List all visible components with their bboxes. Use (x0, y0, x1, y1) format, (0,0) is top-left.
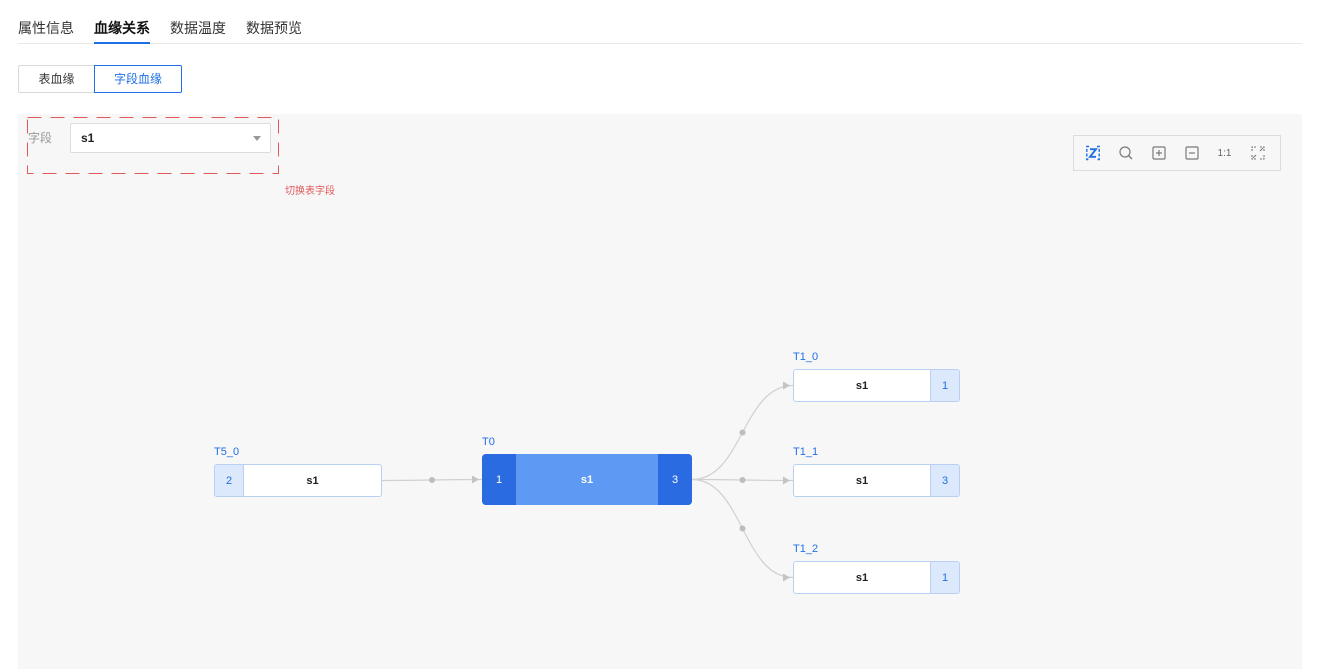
table-lineage-button[interactable]: 表血缘 (18, 65, 95, 93)
edge-arrowhead (783, 573, 790, 582)
node-field: s1 (855, 571, 869, 584)
lineage-node-t1-2[interactable]: T1_2 s1 1 (793, 543, 960, 594)
edge-layer (381, 381, 794, 582)
fullscreen-icon[interactable] (1250, 145, 1266, 161)
zoom-in-icon[interactable] (1151, 145, 1167, 161)
node-title: T5_0 (214, 446, 240, 458)
edge-arrowhead (472, 475, 479, 484)
lineage-node-t1-1[interactable]: T1_1 s1 3 (793, 446, 960, 497)
lineage-node-t5-0[interactable]: T5_0 2 s1 (214, 446, 382, 497)
node-box[interactable]: s1 1 (793, 369, 960, 402)
actual-size-icon[interactable]: 1:1 (1217, 147, 1232, 159)
caret-down-icon (253, 136, 261, 141)
node-title: T1_2 (793, 543, 819, 555)
downstream-count[interactable]: 3 (658, 454, 692, 505)
field-select-value: s1 (81, 131, 95, 145)
lineage-mode-switch: 表血缘 字段血缘 (18, 65, 182, 93)
edge-arrowhead (783, 476, 790, 485)
graph-toolbar: 1:1 (1073, 135, 1281, 171)
node-box[interactable]: 1 s1 3 (482, 454, 692, 505)
tab-lineage[interactable]: 血缘关系 (94, 14, 150, 44)
node-box[interactable]: s1 1 (793, 561, 960, 594)
tab-data-preview[interactable]: 数据预览 (246, 20, 302, 36)
detail-tabs: 属性信息 血缘关系 数据温度 数据预览 (18, 14, 1302, 44)
field-select[interactable]: s1 (70, 123, 271, 153)
downstream-count[interactable]: 1 (930, 562, 959, 593)
downstream-count[interactable]: 3 (930, 465, 959, 496)
lineage-canvas[interactable]: 字段 s1 切换表字段 (18, 114, 1302, 669)
select-zoom-button[interactable] (1076, 136, 1109, 170)
node-title: T0 (482, 436, 495, 448)
node-field: s1 (855, 379, 869, 392)
node-field: s1 (855, 474, 869, 487)
search-button[interactable] (1109, 136, 1142, 170)
edge-arrowhead (783, 381, 790, 390)
edge-midpoint-dot (739, 477, 746, 483)
annotation-highlight-box (27, 117, 279, 174)
fullscreen-button[interactable] (1241, 136, 1274, 170)
field-selector-label: 字段 (28, 131, 53, 145)
tab-data-temperature[interactable]: 数据温度 (170, 20, 226, 36)
tab-attribute-info[interactable]: 属性信息 (18, 20, 74, 36)
zoom-out-button[interactable] (1175, 136, 1208, 170)
downstream-count[interactable]: 1 (930, 370, 959, 401)
edge-midpoint-dot (739, 525, 746, 532)
select-zoom-icon[interactable] (1085, 145, 1101, 161)
lineage-node-t1-0[interactable]: T1_0 s1 1 (793, 351, 960, 402)
lineage-node-t0[interactable]: T0 1 s1 3 (482, 436, 692, 505)
edge-midpoint-dot (739, 429, 746, 436)
upstream-count[interactable]: 2 (215, 465, 244, 496)
node-field: s1 (306, 474, 319, 487)
node-box[interactable]: 2 s1 (214, 464, 382, 497)
annotation-label: 切换表字段 (285, 186, 335, 197)
actual-size-button[interactable]: 1:1 (1208, 136, 1241, 170)
node-title: T1_1 (793, 446, 819, 458)
upstream-count[interactable]: 1 (482, 454, 516, 505)
edge-midpoint-dot (429, 477, 435, 483)
zoom-out-icon[interactable] (1184, 145, 1200, 161)
field-lineage-button[interactable]: 字段血缘 (94, 65, 182, 93)
node-field: s1 (580, 473, 594, 486)
node-box[interactable]: s1 3 (793, 464, 960, 497)
node-title: T1_0 (793, 351, 819, 363)
search-icon[interactable] (1118, 145, 1134, 161)
zoom-in-button[interactable] (1142, 136, 1175, 170)
